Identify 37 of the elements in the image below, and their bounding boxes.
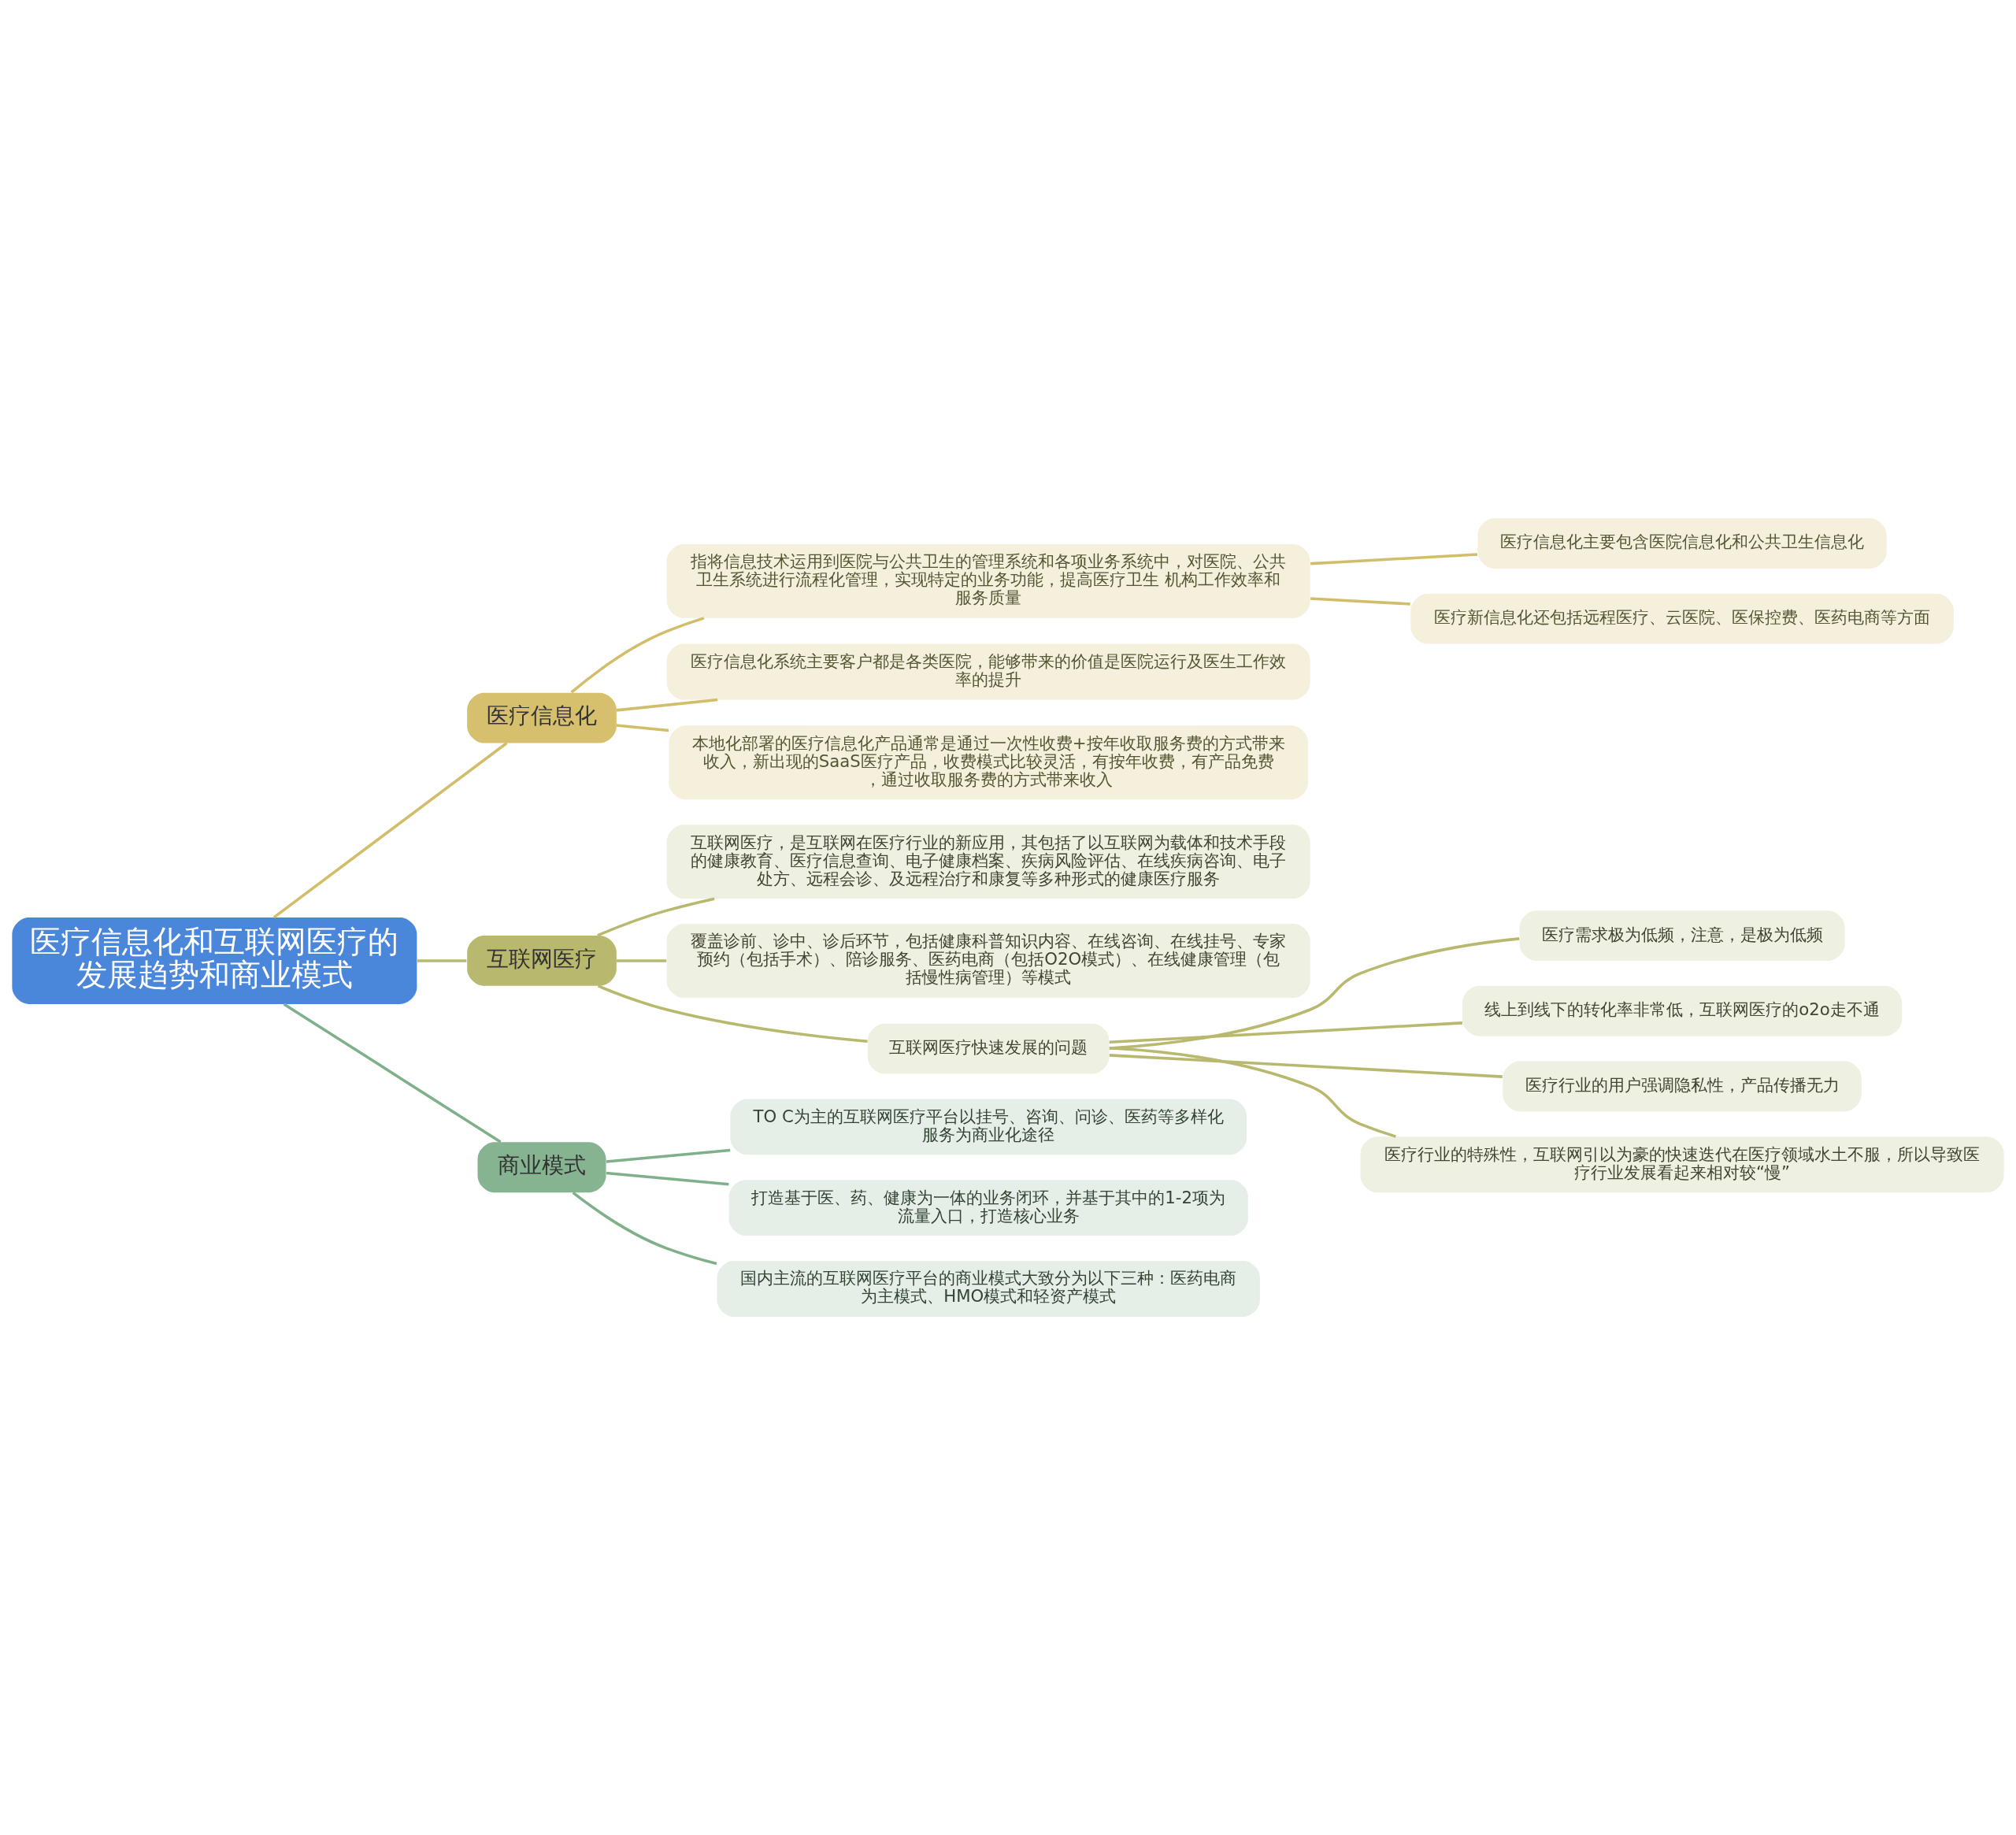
connector: [597, 984, 868, 1044]
connector: [572, 1191, 717, 1266]
node-box: TO C为主的互联网医疗平台以挂号、咨询、问诊、医药等多样化服务为商业化途径: [730, 1099, 1247, 1155]
connector: [1109, 1054, 1503, 1078]
connector: [1310, 553, 1478, 565]
connector: [1109, 1021, 1462, 1044]
node-box: 互联网医疗: [467, 936, 617, 986]
node-box: 医疗信息化系统主要客户都是各类医院，能够带来的价值是医院运行及医生工作效率的提升: [666, 643, 1310, 700]
connector: [597, 897, 715, 937]
node-box: 医疗行业的用户强调隐私性，产品传播无力: [1503, 1061, 1862, 1112]
node-box: 医疗需求极为低频，注意，是极为低频: [1519, 910, 1845, 961]
connector: [1109, 1047, 1396, 1138]
connector: [616, 698, 718, 712]
connector: [606, 1171, 729, 1186]
node-box: 本地化部署的医疗信息化产品通常是通过一次性收费+按年收取服务费的方式带来收入，新出现的SaaS医疗产品，收费模式比较灵活，有按年收费，有产品免费，通过收取服务费的方式带来收入: [669, 725, 1309, 800]
node-box: 打造基于医、药、健康为一体的业务闭环，并基于其中的1-2项为流量入口，打造核心业务: [728, 1180, 1248, 1236]
node-box: 商业模式: [477, 1142, 606, 1193]
node-box: 医疗新信息化还包括远程医疗、云医院、医保控费、医药电商等方面: [1410, 593, 1954, 644]
connector: [616, 724, 669, 732]
node-box: 互联网医疗，是互联网在医疗行业的新应用，其包括了以互联网为载体和技术手段的健康教育、医疗信息查询、电子健康档案、疾病风险评估、在线疾病咨询、电子处方、远程会诊、及远程治疗和康复等多种形式的健康医疗服务: [666, 825, 1310, 899]
node-box: 指将信息技术运用到医院与公共卫生的管理系统和各项业务系统中，对医院、公共卫生系统进行流程化管理，实现特定的业务功能，提高医疗卫生 机构工作效率和服务质量: [666, 543, 1310, 618]
connector: [272, 742, 508, 919]
node-box: 互联网医疗快速发展的问题: [867, 1023, 1110, 1074]
node-box: 医疗信息化和互联网医疗的发展趋势和商业模式: [12, 918, 417, 1004]
node-box: 医疗信息化主要包含医院信息化和公共卫生信息化: [1477, 518, 1887, 569]
node-box: 覆盖诊前、诊中、诊后环节，包括健康科普知识内容、在线咨询、在线挂号、专家预约（包括手术）、陪诊服务、医药电商（包括O2O模式）、在线健康管理（包括慢性病管理）等模式: [666, 924, 1310, 998]
connector: [1109, 937, 1520, 1050]
node-box: 国内主流的互联网医疗平台的商业模式大致分为以下三种：医药电商为主模式、HMO模式和轻资产模式: [717, 1261, 1260, 1317]
connector: [283, 1003, 502, 1144]
node-box: 线上到线下的转化率非常低，互联网医疗的o2o走不通: [1462, 985, 1903, 1036]
node-box: 医疗信息化: [467, 692, 617, 743]
connector: [570, 617, 705, 694]
node-box: 医疗行业的特殊性，互联网引以为豪的快速迭代在医疗领域水土不服，所以导致医疗行业发展看起来相对较“慢”: [1360, 1136, 2004, 1193]
connector: [606, 1148, 731, 1163]
connector: [1310, 597, 1410, 606]
connector: [616, 959, 667, 962]
connector: [417, 959, 467, 962]
